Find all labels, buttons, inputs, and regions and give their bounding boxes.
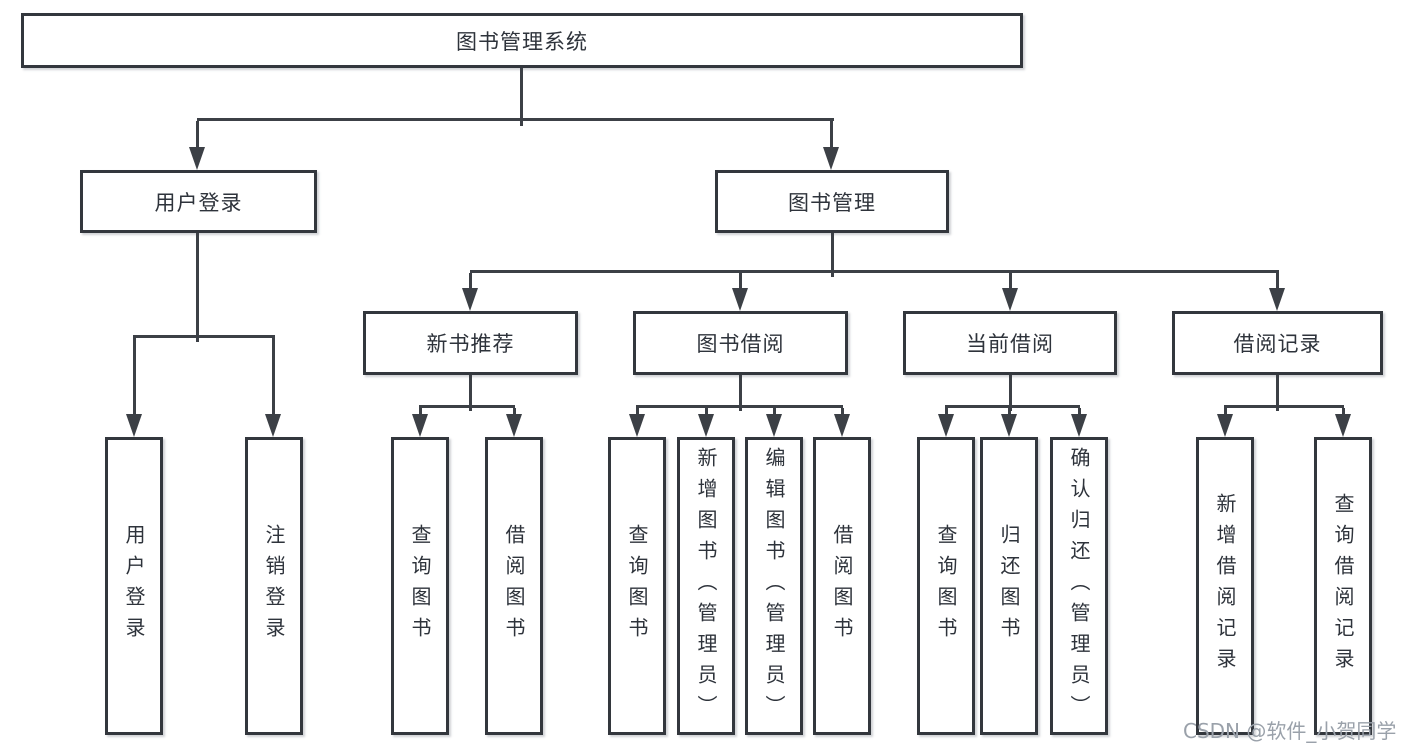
connector xyxy=(1078,408,1081,416)
connector xyxy=(945,408,948,416)
connector xyxy=(1224,408,1227,416)
connector xyxy=(272,338,275,416)
leaf-borrow-books-recommend: 借阅图书 xyxy=(485,437,543,735)
node-new-book-recommendation: 新书推荐 xyxy=(363,311,578,375)
connector xyxy=(133,335,275,338)
connector xyxy=(1009,375,1012,411)
leaf-user-login: 用户登录 xyxy=(105,437,163,735)
connector xyxy=(705,408,708,416)
connector xyxy=(636,405,843,408)
arrow-down-icon xyxy=(462,288,478,311)
arrow-down-icon xyxy=(1217,414,1233,437)
connector xyxy=(1224,405,1344,408)
arrow-down-icon xyxy=(698,414,714,437)
connector xyxy=(196,233,199,342)
connector xyxy=(841,408,844,416)
arrow-down-icon xyxy=(938,414,954,437)
leaf-query-borrow-record: 查询借阅记录 xyxy=(1314,437,1372,735)
leaf-add-borrow-record: 新增借阅记录 xyxy=(1196,437,1254,735)
leaf-query-books-recommend: 查询图书 xyxy=(391,437,449,735)
arrow-down-icon xyxy=(412,414,428,437)
leaf-confirm-return-admin: 确认归还（管理员） xyxy=(1050,437,1108,735)
connector xyxy=(1276,273,1279,290)
connector xyxy=(419,408,422,416)
arrow-down-icon xyxy=(506,414,522,437)
arrow-down-icon xyxy=(1071,414,1087,437)
leaf-query-books-current: 查询图书 xyxy=(917,437,975,735)
connector xyxy=(469,375,472,411)
connector xyxy=(419,405,515,408)
connector xyxy=(197,118,834,121)
leaf-edit-books-admin: 编辑图书（管理员） xyxy=(745,437,803,735)
connector xyxy=(470,270,1279,273)
connector xyxy=(469,273,472,290)
connector xyxy=(636,408,639,416)
arrow-down-icon xyxy=(629,414,645,437)
csdn-watermark: CSDN @软件_小贺同学 xyxy=(1183,719,1397,743)
leaf-return-books: 归还图书 xyxy=(980,437,1038,735)
arrow-down-icon xyxy=(265,414,281,437)
node-current-borrowing: 当前借阅 xyxy=(903,311,1117,375)
connector xyxy=(773,408,776,416)
connector xyxy=(1008,408,1011,416)
connector xyxy=(133,338,136,416)
leaf-borrow-books: 借阅图书 xyxy=(813,437,871,735)
arrow-down-icon xyxy=(189,147,205,170)
node-root: 图书管理系统 xyxy=(21,13,1023,68)
node-book-borrowing: 图书借阅 xyxy=(633,311,848,375)
leaf-logout: 注销登录 xyxy=(245,437,303,735)
arrow-down-icon xyxy=(834,414,850,437)
arrow-down-icon xyxy=(732,288,748,311)
connector xyxy=(1009,273,1012,290)
node-book-management: 图书管理 xyxy=(715,170,949,233)
connector xyxy=(1276,375,1279,411)
arrow-down-icon xyxy=(126,414,142,437)
connector xyxy=(513,408,516,416)
arrow-down-icon xyxy=(1335,414,1351,437)
node-borrowing-records: 借阅记录 xyxy=(1172,311,1383,375)
connector xyxy=(520,68,523,126)
connector xyxy=(739,273,742,290)
connector xyxy=(830,121,833,149)
connector xyxy=(739,375,742,411)
leaf-query-books-borrowing: 查询图书 xyxy=(608,437,666,735)
arrow-down-icon xyxy=(1001,414,1017,437)
arrow-down-icon xyxy=(766,414,782,437)
connector xyxy=(945,405,1080,408)
leaf-add-books-admin: 新增图书（管理员） xyxy=(677,437,735,735)
arrow-down-icon xyxy=(1269,288,1285,311)
connector xyxy=(831,233,834,277)
node-user-login: 用户登录 xyxy=(80,170,317,233)
arrow-down-icon xyxy=(1002,288,1018,311)
arrow-down-icon xyxy=(823,147,839,170)
connector xyxy=(196,121,199,149)
connector xyxy=(1342,408,1345,416)
